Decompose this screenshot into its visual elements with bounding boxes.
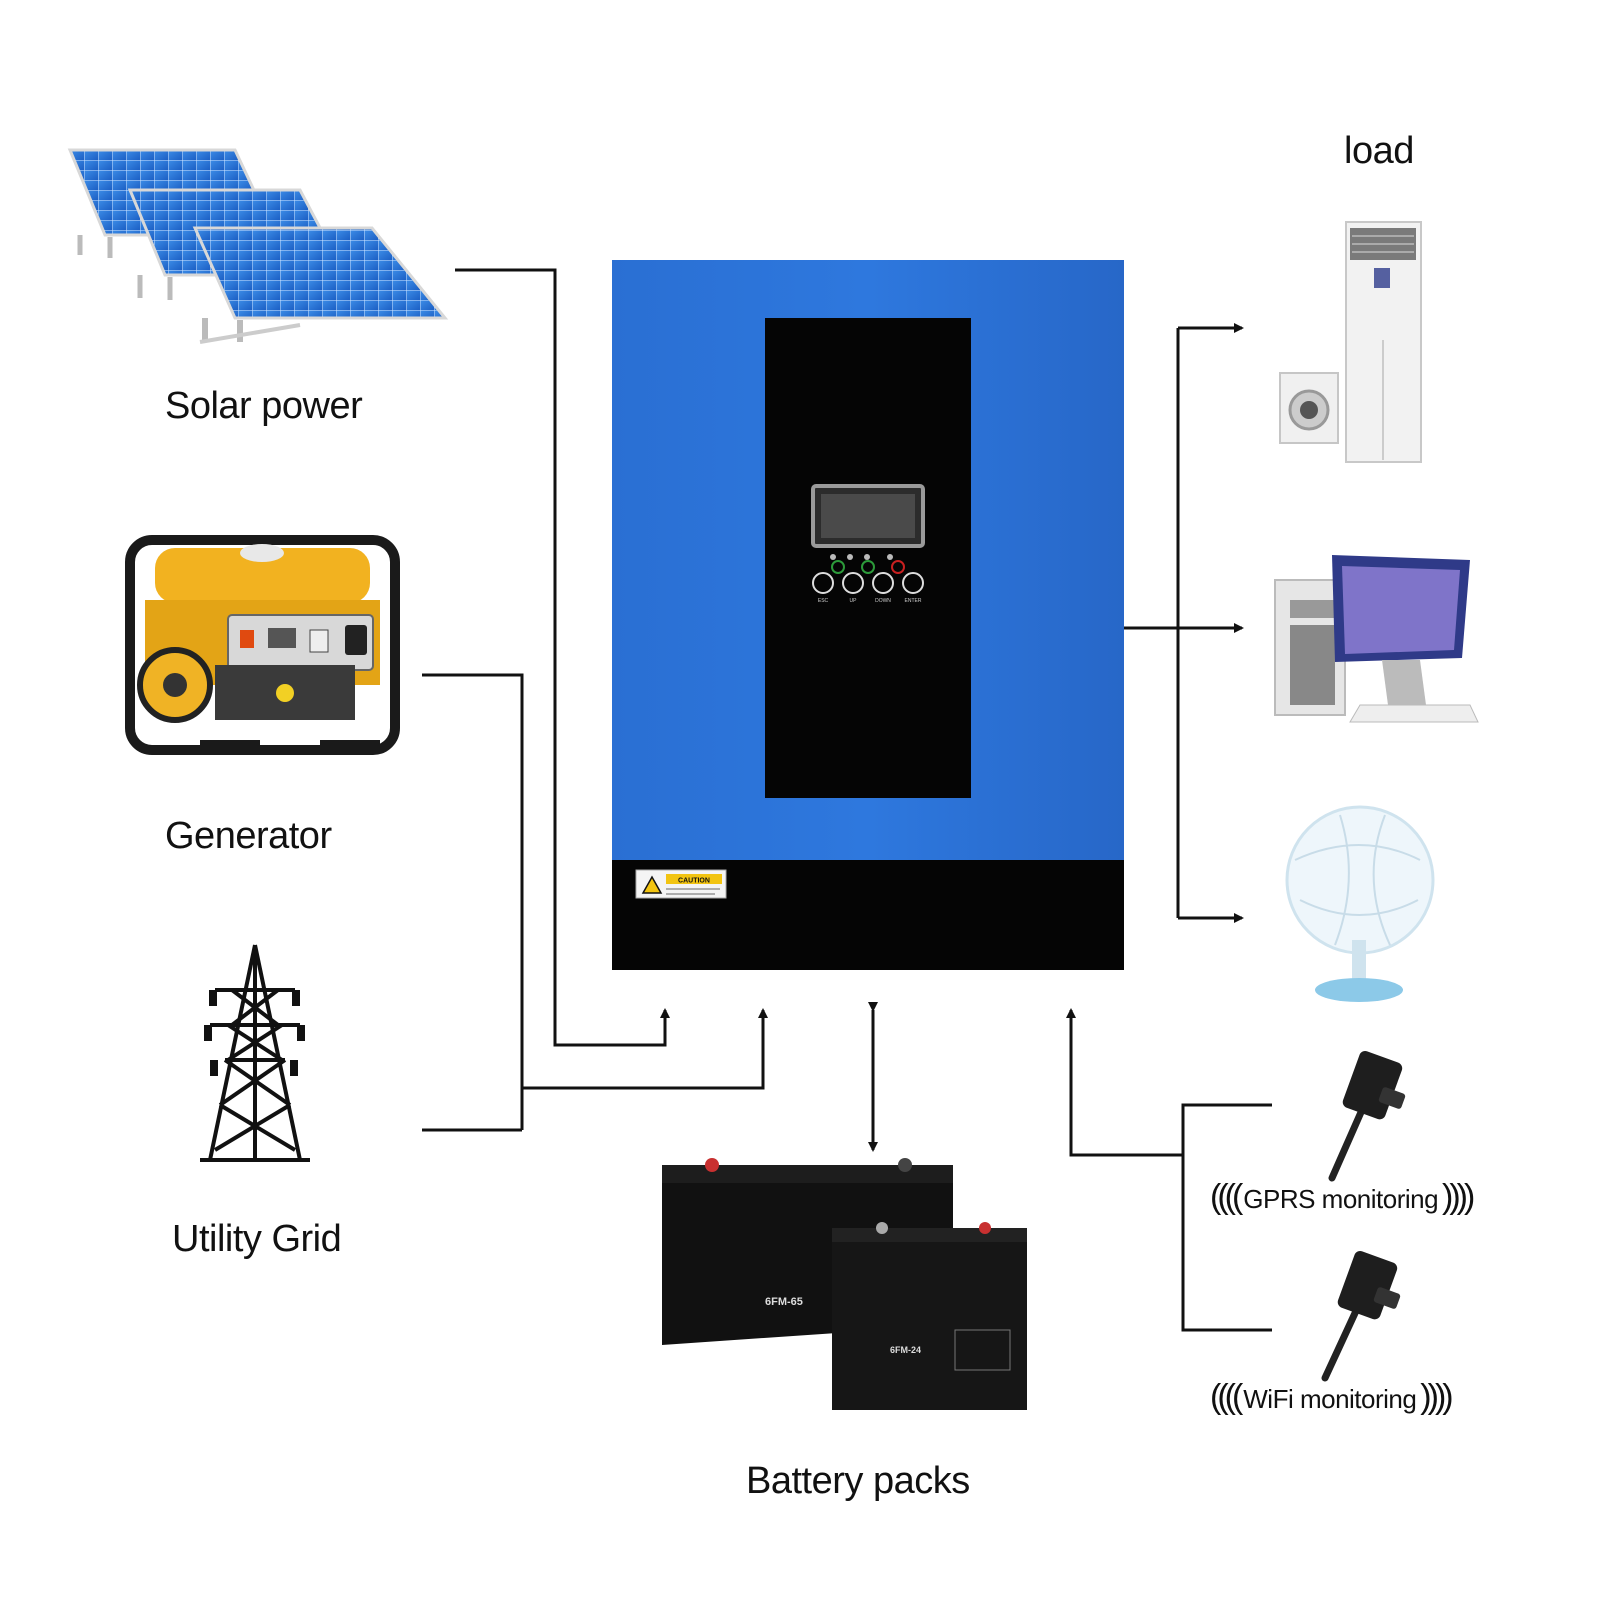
solar-connection-line xyxy=(455,268,670,1047)
air-conditioner-icon xyxy=(1345,221,1422,463)
button-label-esc: ESC xyxy=(818,598,829,604)
generator-connection-line xyxy=(422,673,524,1130)
solar-power-label: Solar power xyxy=(165,385,363,427)
computer-icon xyxy=(1274,555,1479,723)
utility-grid-label: Utility Grid xyxy=(172,1218,342,1260)
ac-input-connection-line xyxy=(522,1008,768,1090)
button-label-down: DOWN xyxy=(875,598,891,604)
generator-icon xyxy=(125,535,400,755)
inverter-unit xyxy=(612,260,1124,970)
wifi-monitoring-label: WiFi monitoring xyxy=(1243,1384,1417,1414)
signal-waves-right-icon: )))) xyxy=(1442,1178,1475,1216)
washing-machine-icon xyxy=(1279,372,1339,444)
solar-panels-icon xyxy=(67,148,449,344)
battery-packs-label: Battery packs xyxy=(746,1460,970,1502)
gprs-monitoring-label-group: (((( GPRS monitoring )))) xyxy=(1210,1178,1475,1217)
fan-icon xyxy=(1285,805,1435,1002)
utility-tower-icon xyxy=(200,944,310,1162)
wifi-dongle-icon xyxy=(1321,1250,1401,1382)
gprs-dongle-icon xyxy=(1328,1050,1406,1182)
battery-model-b: 6FM-24 xyxy=(890,1345,921,1355)
battery-model-a: 6FM-65 xyxy=(765,1296,803,1308)
button-label-enter: ENTER xyxy=(905,598,922,604)
signal-waves-right-icon: )))) xyxy=(1420,1378,1453,1416)
generator-label: Generator xyxy=(165,815,332,857)
signal-waves-left-icon: (((( xyxy=(1210,1178,1243,1216)
caution-label: CAUTION xyxy=(678,878,710,885)
gprs-monitoring-label: GPRS monitoring xyxy=(1243,1184,1439,1214)
wifi-monitoring-label-group: (((( WiFi monitoring )))) xyxy=(1210,1378,1454,1417)
load-label: load xyxy=(1344,130,1414,172)
signal-waves-left-icon: (((( xyxy=(1210,1378,1243,1416)
battery-pack-small-icon xyxy=(832,1222,1027,1410)
monitoring-connection-line xyxy=(1181,1103,1272,1332)
button-label-up: UP xyxy=(850,598,858,604)
